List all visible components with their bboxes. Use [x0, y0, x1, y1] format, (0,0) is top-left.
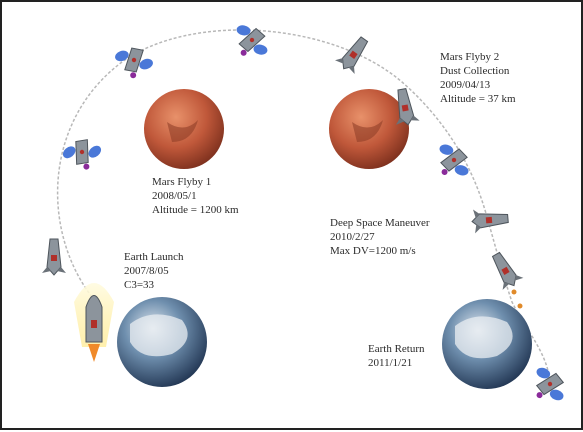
spacecraft-icon — [113, 41, 157, 83]
trajectory-path — [56, 29, 551, 383]
spacecraft-icon — [527, 365, 571, 407]
mars-flyby-2-label: Mars Flyby 2 Dust Collection 2009/04/13 … — [440, 51, 516, 105]
spacecraft-icon — [432, 142, 475, 182]
spacecraft-icon — [60, 130, 107, 177]
earth-launch-label: Earth Launch 2007/8/05 C3=33 — [124, 251, 184, 291]
deep-space-maneuver-label: Deep Space Maneuver 2010/2/27 Max DV=120… — [330, 217, 430, 257]
spacecraft-icon — [231, 23, 272, 61]
spacecraft-icon — [333, 31, 375, 77]
mars-flyby-1-label: Mars Flyby 1 2008/05/1 Altitude = 1200 k… — [152, 176, 239, 216]
spacecraft-icon — [485, 247, 525, 293]
earth-return-label: Earth Return 2011/1/21 — [368, 343, 425, 369]
spacecraft-icon — [41, 238, 67, 276]
rocket-icon — [74, 283, 114, 362]
